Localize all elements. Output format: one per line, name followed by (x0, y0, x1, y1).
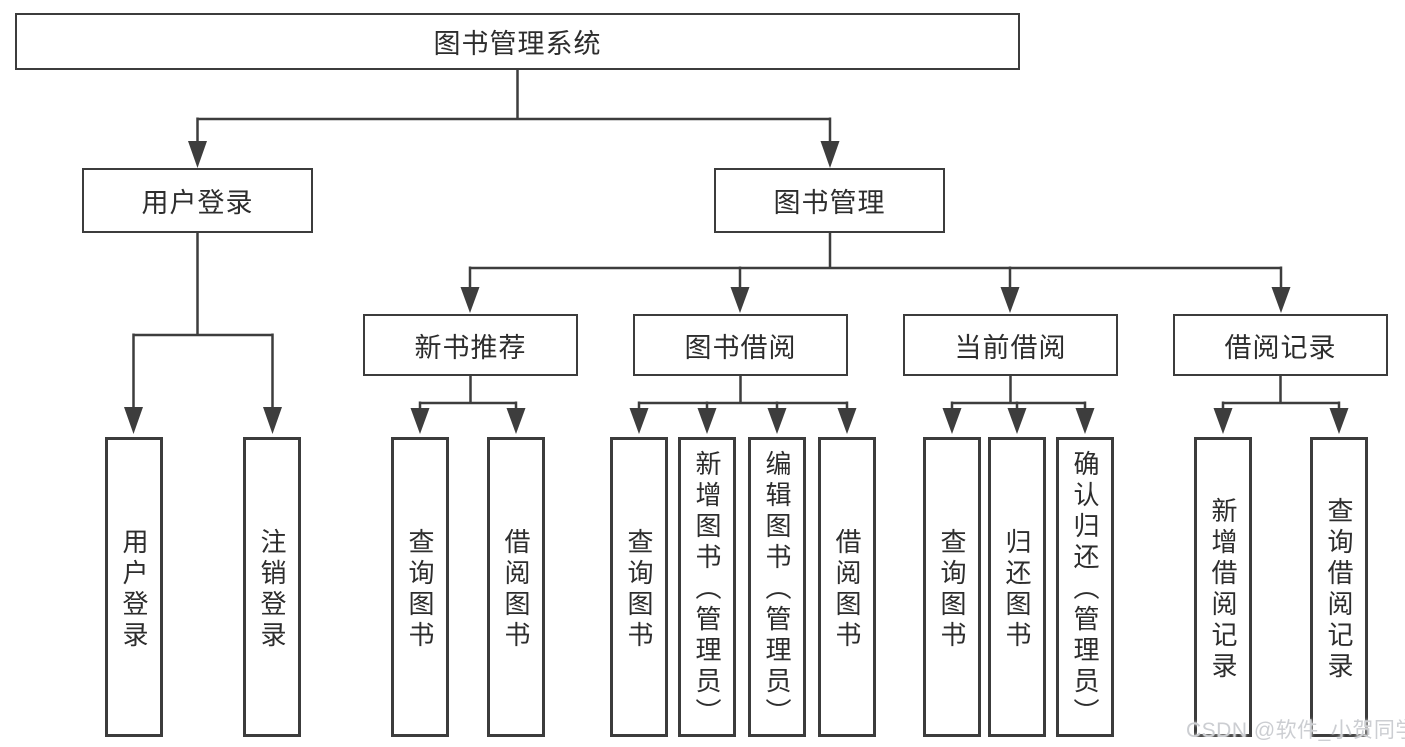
arrow-down-icon (1329, 408, 1349, 434)
node-label: 查询图书 (624, 527, 654, 652)
arrow-down-icon (767, 408, 787, 434)
connector-new-book-recommend-children (410, 376, 526, 434)
node-label: 借阅图书 (832, 527, 862, 652)
arrow-down-icon (629, 408, 649, 434)
node-label: 图书借阅 (684, 332, 797, 363)
leaf-current-query-book: 查询图书 (923, 437, 981, 737)
connector-book-management-children (460, 233, 1291, 313)
leaf-borrow-query-book: 查询图书 (610, 437, 668, 737)
node-user-login: 用户登录 (82, 168, 313, 233)
arrow-down-icon (837, 408, 857, 434)
node-label: 当前借阅 (954, 332, 1067, 363)
node-label: 查询图书 (937, 527, 967, 652)
leaf-logout: 注销登录 (243, 437, 301, 737)
leaf-edit-book-admin: 编辑图书（管理员） (748, 437, 806, 737)
node-label: 用户登录 (141, 188, 254, 218)
arrow-down-icon (1007, 408, 1027, 434)
node-label: 注销登录 (257, 527, 287, 652)
node-label: 查询图书 (405, 527, 435, 652)
arrow-down-icon (410, 408, 430, 434)
node-label: 归还图书 (1002, 527, 1032, 652)
node-book-management: 图书管理 (714, 168, 945, 233)
node-current-borrow: 当前借阅 (903, 314, 1118, 376)
arrow-down-icon (506, 408, 526, 434)
node-label: 查询借阅记录 (1324, 496, 1354, 683)
leaf-user-login: 用户登录 (105, 437, 163, 737)
node-label: 用户登录 (119, 527, 149, 652)
arrow-down-icon (1213, 408, 1233, 434)
arrow-down-icon (730, 287, 750, 313)
node-borrow-records: 借阅记录 (1173, 314, 1388, 376)
leaf-recommend-borrow-book: 借阅图书 (487, 437, 545, 737)
leaf-add-book-admin: 新增图书（管理员） (678, 437, 736, 737)
node-new-book-recommend: 新书推荐 (363, 314, 578, 376)
arrow-down-icon (460, 287, 480, 313)
leaf-add-borrow-record: 新增借阅记录 (1194, 437, 1252, 737)
arrow-down-icon (124, 407, 143, 434)
connector-book-borrow-children (629, 376, 857, 434)
arrow-down-icon (1271, 287, 1291, 313)
node-root-library-system: 图书管理系统 (15, 13, 1020, 70)
node-label: 编辑图书（管理员） (762, 450, 792, 729)
connector-borrow-records-children (1213, 376, 1349, 434)
leaf-borrow-book: 借阅图书 (818, 437, 876, 737)
node-label: 确认归还（管理员） (1070, 450, 1100, 729)
arrow-down-icon (820, 141, 840, 168)
node-label: 图书管理系统 (433, 29, 602, 59)
arrow-down-icon (942, 408, 962, 434)
node-label: 借阅图书 (501, 527, 531, 652)
arrow-down-icon (697, 408, 717, 434)
connector-user-login-children (124, 233, 282, 434)
node-label: 新书推荐 (414, 332, 527, 363)
arrow-down-icon (263, 407, 282, 434)
arrow-down-icon (188, 141, 207, 168)
leaf-confirm-return-admin: 确认归还（管理员） (1056, 437, 1114, 737)
connector-root-to-level2 (188, 70, 840, 168)
connector-current-borrow-children (942, 376, 1095, 434)
node-label: 新增借阅记录 (1208, 496, 1238, 683)
arrow-down-icon (1000, 287, 1020, 313)
leaf-query-borrow-record: 查询借阅记录 (1310, 437, 1368, 737)
arrow-down-icon (1075, 408, 1095, 434)
node-book-borrow: 图书借阅 (633, 314, 848, 376)
node-label: 借阅记录 (1224, 332, 1337, 363)
leaf-recommend-query-book: 查询图书 (391, 437, 449, 737)
node-label: 图书管理 (773, 188, 886, 218)
leaf-return-book: 归还图书 (988, 437, 1046, 737)
csdn-watermark: CSDN @软件_小贺同学 (1186, 719, 1405, 742)
node-label: 新增图书（管理员） (692, 450, 722, 729)
